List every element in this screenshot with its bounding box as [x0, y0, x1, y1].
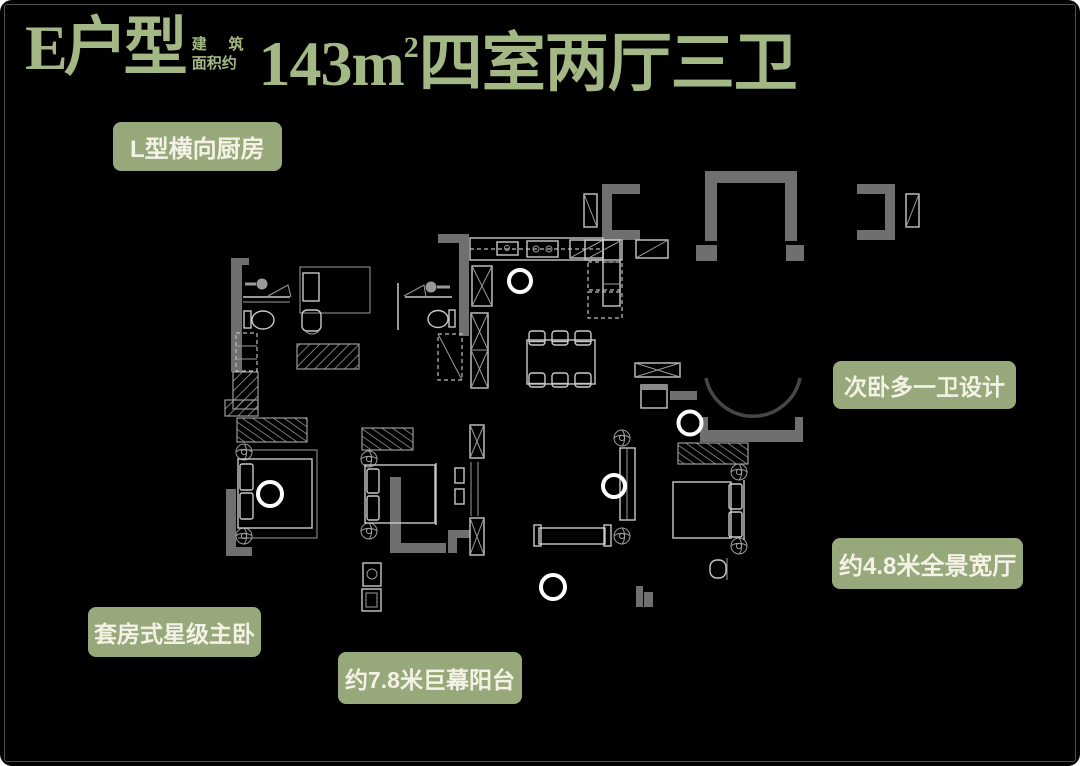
second-bedroom-area — [672, 442, 749, 580]
area-value: 143m — [258, 28, 404, 99]
spec-label: 四室两厅三卫 — [418, 28, 798, 99]
dining-area — [526, 330, 596, 388]
master-bedroom-area — [224, 399, 318, 545]
entry-hall — [634, 362, 704, 437]
kitchen-area — [469, 237, 669, 389]
area-note: 建 筑面积约 — [192, 36, 253, 74]
callout-balcony: 约7.8米巨幕阳台 — [338, 652, 522, 704]
callout-kitchen: L型横向厨房 — [113, 122, 282, 171]
study-area — [296, 266, 371, 370]
callout-master-bedroom: 套房式星级主卧 — [88, 607, 261, 657]
living-room-area — [533, 429, 636, 547]
area-note-line1: 建 筑 — [191, 37, 253, 53]
balcony-area — [539, 573, 567, 601]
unit-type-title: E户型 — [25, 12, 188, 83]
area-and-spec-title: 143m2四室两厅三卫 — [258, 10, 798, 102]
callout-second-bedroom: 次卧多一卫设计 — [833, 361, 1016, 409]
walls — [226, 171, 895, 607]
bay-window-arc — [704, 377, 802, 418]
callout-living-room: 约4.8米全景宽厅 — [832, 538, 1024, 589]
entry-doors — [583, 193, 920, 228]
bedroom-3-area — [360, 424, 485, 612]
poster-header: E户型 建 筑面积约 143m2四室两厅三卫 — [25, 10, 798, 102]
area-superscript: 2 — [403, 31, 419, 64]
area-note-line2: 面积约 — [191, 56, 237, 72]
bathroom-2 — [397, 281, 463, 381]
